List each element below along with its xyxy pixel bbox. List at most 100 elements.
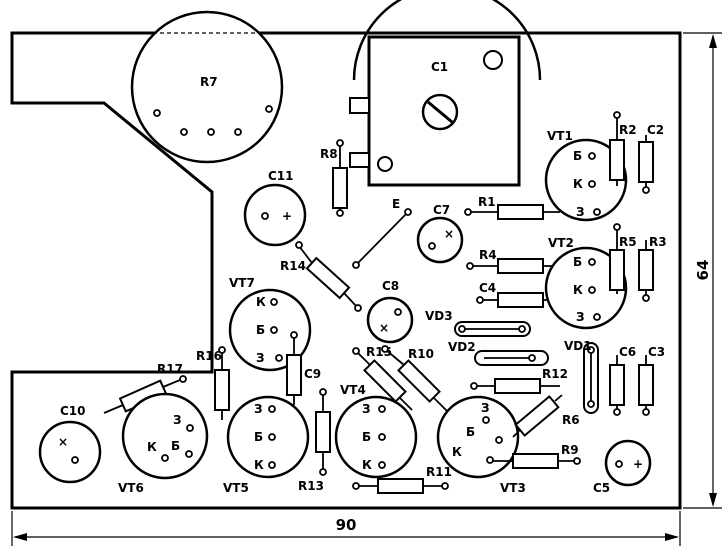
c2-label: C2 bbox=[647, 123, 664, 137]
c1-label: C1 bbox=[431, 60, 448, 74]
r8-resistor bbox=[332, 139, 348, 217]
vt5-transistor bbox=[226, 395, 310, 479]
r16-resistor bbox=[214, 346, 230, 420]
c4-capacitor bbox=[476, 292, 560, 308]
vt5-emitter-pin: З bbox=[254, 402, 263, 416]
c9-label: C9 bbox=[304, 367, 321, 381]
vt4-label: VT4 bbox=[340, 383, 366, 397]
r6-label: R6 bbox=[562, 413, 580, 427]
c7-minus: × bbox=[444, 227, 454, 241]
r16-label: R16 bbox=[196, 349, 222, 363]
c6-capacitor bbox=[609, 355, 625, 416]
r5-resistor bbox=[609, 223, 625, 294]
vd1-label: VD1 bbox=[564, 339, 592, 353]
vt2-base-pin: Б bbox=[573, 255, 582, 269]
r3-label: R3 bbox=[649, 235, 667, 249]
c3-capacitor bbox=[638, 355, 654, 416]
vt7-label: VT7 bbox=[229, 276, 255, 290]
r11-resistor bbox=[352, 478, 449, 494]
c7-label: C7 bbox=[433, 203, 450, 217]
e-label: E bbox=[392, 197, 400, 211]
r13-resistor bbox=[315, 388, 331, 476]
c1-variable-capacitor bbox=[349, 0, 542, 187]
c8-label: C8 bbox=[382, 279, 399, 293]
r13-label: R13 bbox=[298, 479, 324, 493]
r1-resistor bbox=[464, 204, 560, 220]
vt2-emitter-pin: З bbox=[576, 310, 585, 324]
r6-resistor bbox=[512, 394, 563, 438]
vt2-transistor bbox=[544, 246, 628, 330]
c4-label: C4 bbox=[479, 281, 496, 295]
c11-label: C11 bbox=[268, 169, 294, 183]
c10-label: C10 bbox=[60, 404, 86, 418]
vd1-diode bbox=[583, 342, 599, 414]
c2-capacitor bbox=[638, 135, 654, 194]
vd3-label: VD3 bbox=[425, 309, 453, 323]
r9-resistor bbox=[492, 453, 581, 469]
vt4-emitter-pin: З bbox=[362, 402, 371, 416]
r4-label: R4 bbox=[479, 248, 497, 262]
r7-potentiometer bbox=[130, 10, 284, 164]
vt3-label: VT3 bbox=[500, 481, 526, 495]
r15-resistor bbox=[352, 347, 413, 411]
vt7-base-pin: Б bbox=[256, 323, 265, 337]
c5-label: C5 bbox=[593, 481, 610, 495]
vd2-label: VD2 bbox=[448, 340, 476, 354]
vt5-collector-pin: К bbox=[254, 458, 264, 472]
vt7-collector-pin: К bbox=[256, 295, 266, 309]
vt6-base-pin: Б bbox=[171, 439, 180, 453]
vt6-emitter-pin: З bbox=[173, 413, 182, 427]
c11-plus: + bbox=[282, 209, 292, 223]
vt4-base-pin: Б bbox=[362, 430, 371, 444]
vt3-transistor bbox=[436, 395, 520, 479]
height-dimension bbox=[683, 32, 722, 509]
r2-label: R2 bbox=[619, 123, 637, 137]
c10-capacitor bbox=[38, 420, 102, 484]
vt1-base-pin: Б bbox=[573, 149, 582, 163]
c5-capacitor bbox=[604, 439, 652, 487]
c11-capacitor bbox=[243, 183, 307, 247]
vt2-label: VT2 bbox=[548, 236, 574, 250]
r17-label: R17 bbox=[157, 362, 183, 376]
r14-resistor bbox=[295, 241, 362, 312]
r9-label: R9 bbox=[561, 443, 579, 457]
r8-label: R8 bbox=[320, 147, 338, 161]
c9-capacitor bbox=[286, 331, 302, 405]
r12-resistor bbox=[470, 378, 560, 394]
vt1-transistor bbox=[544, 138, 628, 222]
vt3-collector-pin: К bbox=[452, 445, 462, 459]
c3-label: C3 bbox=[648, 345, 665, 359]
vt5-base-pin: Б bbox=[254, 430, 263, 444]
board-outline bbox=[10, 31, 682, 510]
vt1-emitter-pin: З bbox=[576, 205, 585, 219]
height-dimension-label: 64 bbox=[694, 260, 712, 281]
r2-resistor bbox=[609, 111, 625, 186]
vt3-emitter-pin: З bbox=[481, 401, 490, 415]
r4-resistor bbox=[466, 258, 560, 274]
vt2-collector-pin: К bbox=[573, 283, 583, 297]
r10-resistor bbox=[381, 345, 449, 413]
c8-capacitor bbox=[366, 296, 414, 344]
r14-label: R14 bbox=[280, 259, 306, 273]
c7-capacitor bbox=[416, 216, 464, 264]
width-dimension-label: 90 bbox=[336, 516, 357, 534]
c8-minus: × bbox=[379, 321, 389, 335]
vt1-label: VT1 bbox=[547, 129, 573, 143]
vt3-base-pin: Б bbox=[466, 425, 475, 439]
vt1-collector-pin: К bbox=[573, 177, 583, 191]
r11-label: R11 bbox=[426, 465, 452, 479]
vt4-transistor bbox=[334, 395, 418, 479]
c10-minus: × bbox=[58, 435, 68, 449]
vt7-emitter-pin: З bbox=[256, 351, 265, 365]
vt7-transistor bbox=[228, 288, 312, 372]
vt4-collector-pin: К bbox=[362, 458, 372, 472]
vd2-diode bbox=[474, 350, 549, 366]
c5-plus: + bbox=[633, 457, 643, 471]
vt5-label: VT5 bbox=[223, 481, 249, 495]
c6-label: C6 bbox=[619, 345, 636, 359]
vt6-collector-pin: К bbox=[147, 440, 157, 454]
r3-resistor bbox=[638, 240, 654, 302]
vt6-label: VT6 bbox=[118, 481, 144, 495]
r1-label: R1 bbox=[478, 195, 496, 209]
